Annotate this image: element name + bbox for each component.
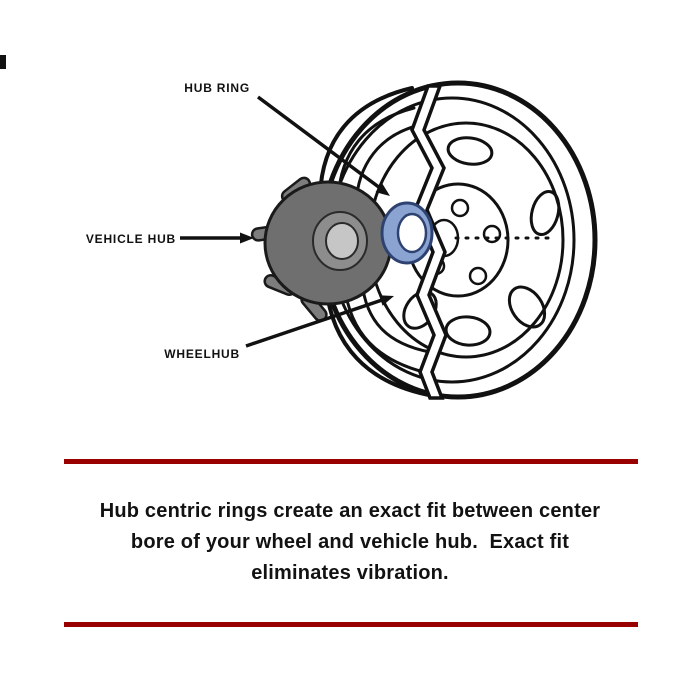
callouts: HUB RING VEHICLE HUB WHEELHUB <box>86 81 394 361</box>
divider-bottom <box>64 622 638 627</box>
hub-ring <box>380 201 434 265</box>
divider-top <box>64 459 638 464</box>
barrel-rib <box>318 86 414 198</box>
wheel-illustration <box>318 80 598 400</box>
lug-hole <box>450 198 470 218</box>
vent-hole <box>529 189 561 237</box>
wheelhub-label: WHEELHUB <box>164 347 240 361</box>
vent-hole <box>444 315 492 347</box>
caption-line-1: Hub centric rings create an exact fit be… <box>100 500 601 522</box>
edge-artifact <box>0 55 6 69</box>
caption-line-3: eliminates vibration. <box>251 562 449 584</box>
lug-hole <box>482 224 502 244</box>
vehicle-hub-bore <box>325 222 359 260</box>
vehicle-hub-assembly <box>250 176 393 322</box>
caption-line-2: bore of your wheel and vehicle hub. Exac… <box>131 531 569 553</box>
vehicle-hub-arrowhead <box>240 232 254 244</box>
lug-hole <box>468 266 488 286</box>
hub-ring-hole <box>396 212 428 254</box>
vent-hole <box>507 285 547 329</box>
wheelhub-arrow <box>245 298 383 348</box>
vent-hole <box>446 136 494 166</box>
hub-ring-arrow <box>256 95 382 190</box>
barrel-rib <box>324 284 436 398</box>
hub-ring-label: HUB RING <box>184 81 250 95</box>
vehicle-hub-label: VEHICLE HUB <box>86 232 176 246</box>
wheelhub-arrowhead <box>379 295 394 306</box>
hub-ring-arrowhead <box>375 183 390 196</box>
